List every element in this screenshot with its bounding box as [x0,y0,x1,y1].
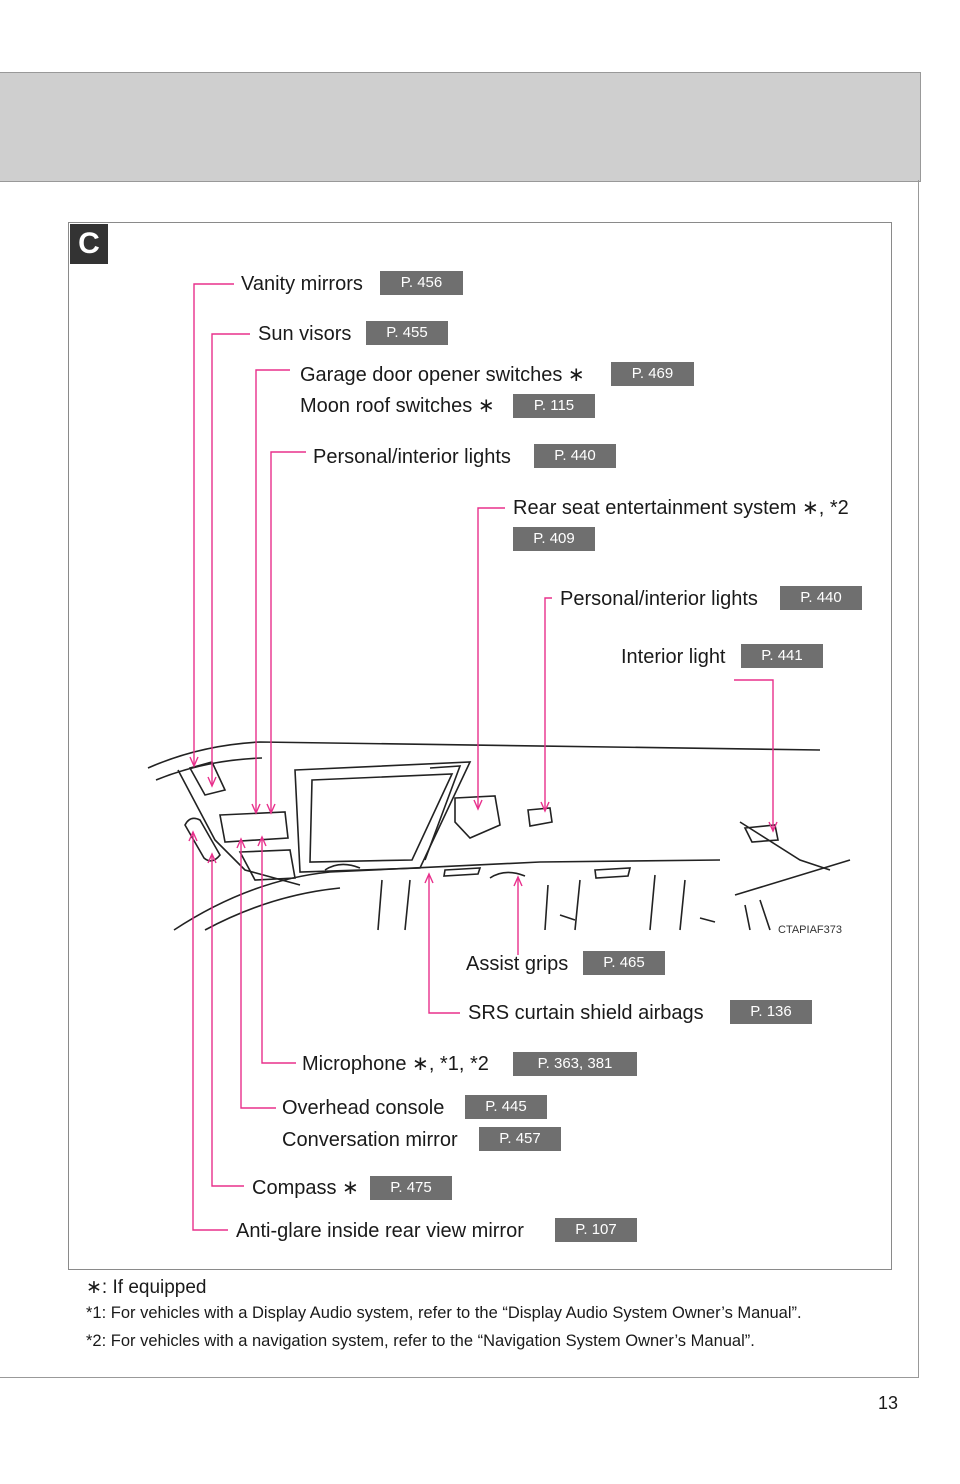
label-assist-grips: Assist grips [466,953,569,975]
bottom-rule [0,1377,919,1378]
label-sun-visors: Sun visors [258,323,352,345]
page-ref-conversation-mirror[interactable]: P. 457 [479,1127,561,1151]
label-srs-curtain-airbags: SRS curtain shield airbags [468,1002,704,1024]
label-moon-roof-switches: Moon roof switches ∗ [300,395,495,417]
page-ref-assist-grips[interactable]: P. 465 [583,951,665,975]
page-number: 13 [878,1393,899,1413]
page-ref-rear-seat-entertainment[interactable]: P. 409 [513,527,595,551]
label-rear-seat-entertainment: Rear seat entertainment system ∗, *2 [513,497,849,519]
footnote-navigation: *2: For vehicles with a navigation syste… [86,1332,755,1350]
label-microphone: Microphone ∗, *1, *2 [302,1053,489,1075]
page-ref-moon-roof-switches[interactable]: P. 115 [513,394,595,418]
label-conversation-mirror: Conversation mirror [282,1129,458,1151]
page-ref-microphone[interactable]: P. 363, 381 [513,1052,637,1076]
label-compass: Compass ∗ [252,1177,359,1199]
footnote-display-audio: *1: For vehicles with a Display Audio sy… [86,1304,802,1322]
label-interior-light: Interior light [621,646,726,668]
page-ref-personal-lights-rear[interactable]: P. 440 [780,586,862,610]
label-overhead-console: Overhead console [282,1097,445,1119]
side-rule [918,180,919,1378]
page-ref-overhead-console[interactable]: P. 445 [465,1095,547,1119]
section-badge: C [70,224,108,264]
label-garage-door-opener: Garage door opener switches ∗ [300,364,585,386]
footnote-if-equipped: ∗: If equipped [86,1277,207,1298]
label-anti-glare-mirror: Anti-glare inside rear view mirror [236,1220,524,1242]
page-ref-compass[interactable]: P. 475 [370,1176,452,1200]
label-vanity-mirrors: Vanity mirrors [241,273,363,295]
page-ref-anti-glare-mirror[interactable]: P. 107 [555,1218,637,1242]
page-ref-interior-light[interactable]: P. 441 [741,644,823,668]
page-ref-srs-curtain-airbags[interactable]: P. 136 [730,1000,812,1024]
diagram-code: CTAPIAF373 [778,924,842,936]
page-ref-personal-lights-front[interactable]: P. 440 [534,444,616,468]
label-personal-lights-rear: Personal/interior lights [560,588,758,610]
page-ref-garage-door-opener[interactable]: P. 469 [611,362,694,386]
header-band [0,72,921,182]
page-ref-vanity-mirrors[interactable]: P. 456 [380,271,463,295]
page-ref-sun-visors[interactable]: P. 455 [366,321,448,345]
label-personal-lights-front: Personal/interior lights [313,446,511,468]
